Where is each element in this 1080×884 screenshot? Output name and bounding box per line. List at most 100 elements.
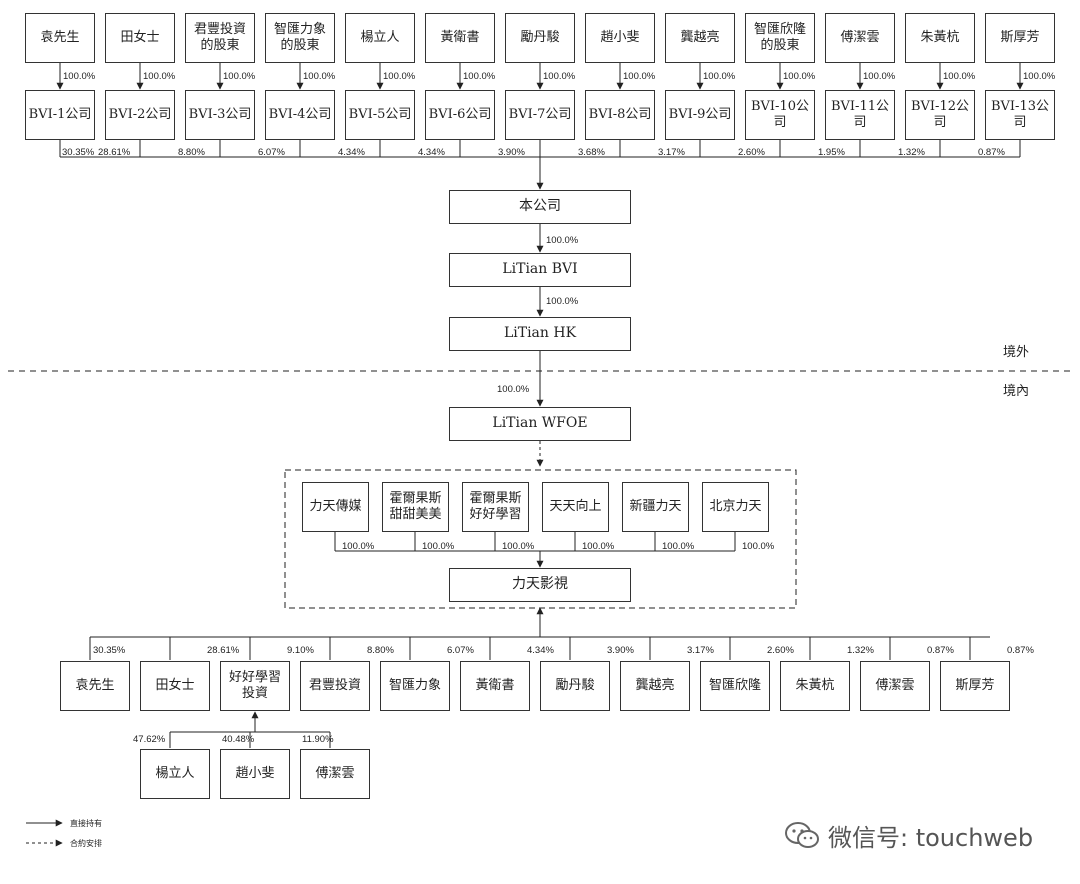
shareholder-box: 君豐投資 的股東 xyxy=(185,13,255,63)
bvi-ownership-pct: 8.80% xyxy=(178,147,205,158)
ownership-pct: 100.0% xyxy=(783,71,816,82)
onshore-holder-box: 斯厚芳 xyxy=(940,661,1010,711)
onshore-pct: 9.10% xyxy=(287,645,314,656)
onshore-pct: 0.87% xyxy=(927,645,954,656)
onshore-pct: 1.32% xyxy=(847,645,874,656)
bvi-company-box: BVI-2公司 xyxy=(105,90,175,140)
bvi-ownership-pct: 30.35% xyxy=(62,147,95,158)
vie-pct: 100.0% xyxy=(742,541,775,552)
region-offshore-label: 境外 xyxy=(1003,345,1030,360)
haohao-holder-box: 傅潔雲 xyxy=(300,749,370,799)
bvi-company-box: BVI-6公司 xyxy=(425,90,495,140)
onshore-holder-box: 朱黃杭 xyxy=(780,661,850,711)
vie-entity-box: 霍爾果斯 甜甜美美 xyxy=(382,482,449,532)
onshore-holder-box: 田女士 xyxy=(140,661,210,711)
ownership-pct: 100.0% xyxy=(703,71,736,82)
shareholder-box: 智匯力象 的股東 xyxy=(265,13,335,63)
onshore-holder-box: 龔越亮 xyxy=(620,661,690,711)
onshore-holder-box: 傅潔雲 xyxy=(860,661,930,711)
ownership-pct: 100.0% xyxy=(463,71,496,82)
bvi-ownership-pct: 0.87% xyxy=(978,147,1005,158)
bvi-ownership-pct: 1.95% xyxy=(818,147,845,158)
legend-contract-label: 合約安排 xyxy=(70,839,102,848)
ownership-pct: 100.0% xyxy=(623,71,656,82)
legend-direct-label: 直接持有 xyxy=(70,819,102,828)
haohao-pct: 47.62% xyxy=(133,734,166,745)
bvi-company-box: BVI-10公司 xyxy=(745,90,815,140)
shareholder-box: 朱黃杭 xyxy=(905,13,975,63)
onshore-holder-box: 智匯力象 xyxy=(380,661,450,711)
onshore-holder-box: 智匯欣隆 xyxy=(700,661,770,711)
chain-pct: 100.0% xyxy=(497,384,530,395)
region-onshore-label: 境內 xyxy=(1003,384,1030,399)
haohao-holder-box: 趙小斐 xyxy=(220,749,290,799)
onshore-holder-box: 勵丹駿 xyxy=(540,661,610,711)
ownership-pct: 100.0% xyxy=(543,71,576,82)
shareholder-box: 趙小斐 xyxy=(585,13,655,63)
bvi-company-box: BVI-5公司 xyxy=(345,90,415,140)
ownership-pct: 100.0% xyxy=(863,71,896,82)
ownership-pct: 100.0% xyxy=(1023,71,1056,82)
bvi-company-box: BVI-7公司 xyxy=(505,90,575,140)
bvi-ownership-pct: 4.34% xyxy=(418,147,445,158)
ownership-pct: 100.0% xyxy=(223,71,256,82)
bvi-company-box: BVI-12公司 xyxy=(905,90,975,140)
onshore-pct: 6.07% xyxy=(447,645,474,656)
shareholder-box: 勵丹駿 xyxy=(505,13,575,63)
bvi-ownership-pct: 28.61% xyxy=(98,147,131,158)
haohao-pct: 40.48% xyxy=(222,734,255,745)
bvi-ownership-pct: 6.07% xyxy=(258,147,285,158)
bvi-ownership-pct: 3.90% xyxy=(498,147,525,158)
litian-wfoe-box: LiTian WFOE xyxy=(449,407,631,441)
vie-pct: 100.0% xyxy=(422,541,455,552)
vie-pct: 100.0% xyxy=(342,541,375,552)
onshore-pct: 8.80% xyxy=(367,645,394,656)
bvi-company-box: BVI-1公司 xyxy=(25,90,95,140)
shareholder-box: 斯厚芳 xyxy=(985,13,1055,63)
haohao-holder-box: 楊立人 xyxy=(140,749,210,799)
shareholder-box: 智匯欣隆 的股東 xyxy=(745,13,815,63)
bvi-company-box: BVI-4公司 xyxy=(265,90,335,140)
vie-entity-box: 天天向上 xyxy=(542,482,609,532)
vie-entity-box: 新疆力天 xyxy=(622,482,689,532)
shareholder-box: 楊立人 xyxy=(345,13,415,63)
vie-entity-box: 力天傳媒 xyxy=(302,482,369,532)
onshore-pct: 28.61% xyxy=(207,645,240,656)
onshore-pct: 3.17% xyxy=(687,645,714,656)
vie-pct: 100.0% xyxy=(582,541,615,552)
bvi-company-box: BVI-11公司 xyxy=(825,90,895,140)
bvi-ownership-pct: 4.34% xyxy=(338,147,365,158)
ownership-pct: 100.0% xyxy=(63,71,96,82)
watermark: 微信号: touchweb xyxy=(784,818,1033,853)
bvi-company-box: BVI-9公司 xyxy=(665,90,735,140)
haohao-pct: 11.90% xyxy=(302,734,334,745)
shareholder-box: 田女士 xyxy=(105,13,175,63)
ownership-pct: 100.0% xyxy=(303,71,336,82)
wechat-icon xyxy=(785,821,819,848)
chain-pct: 100.0% xyxy=(546,296,579,307)
vie-entity-box: 霍爾果斯 好好學習 xyxy=(462,482,529,532)
onshore-holder-box: 君豐投資 xyxy=(300,661,370,711)
vie-entity-box: 北京力天 xyxy=(702,482,769,532)
chain-pct: 100.0% xyxy=(546,235,579,246)
watermark-text: 微信号: touchweb xyxy=(828,824,1034,852)
bvi-company-box: BVI-3公司 xyxy=(185,90,255,140)
onshore-pct: 0.87% xyxy=(1007,645,1034,656)
ownership-pct: 100.0% xyxy=(943,71,976,82)
shareholder-box: 黃衛書 xyxy=(425,13,495,63)
bvi-ownership-pct: 2.60% xyxy=(738,147,765,158)
ownership-pct: 100.0% xyxy=(383,71,416,82)
litian-hk-box: LiTian HK xyxy=(449,317,631,351)
litian-media-box: 力天影視 xyxy=(449,568,631,602)
bvi-company-box: BVI-13公司 xyxy=(985,90,1055,140)
bvi-company-box: BVI-8公司 xyxy=(585,90,655,140)
vie-pct: 100.0% xyxy=(502,541,535,552)
onshore-pct: 2.60% xyxy=(767,645,794,656)
bvi-ownership-pct: 1.32% xyxy=(898,147,925,158)
onshore-pct: 3.90% xyxy=(607,645,634,656)
onshore-pct: 4.34% xyxy=(527,645,554,656)
ownership-pct: 100.0% xyxy=(143,71,176,82)
onshore-holder-box: 黃衛書 xyxy=(460,661,530,711)
shareholder-box: 龔越亮 xyxy=(665,13,735,63)
